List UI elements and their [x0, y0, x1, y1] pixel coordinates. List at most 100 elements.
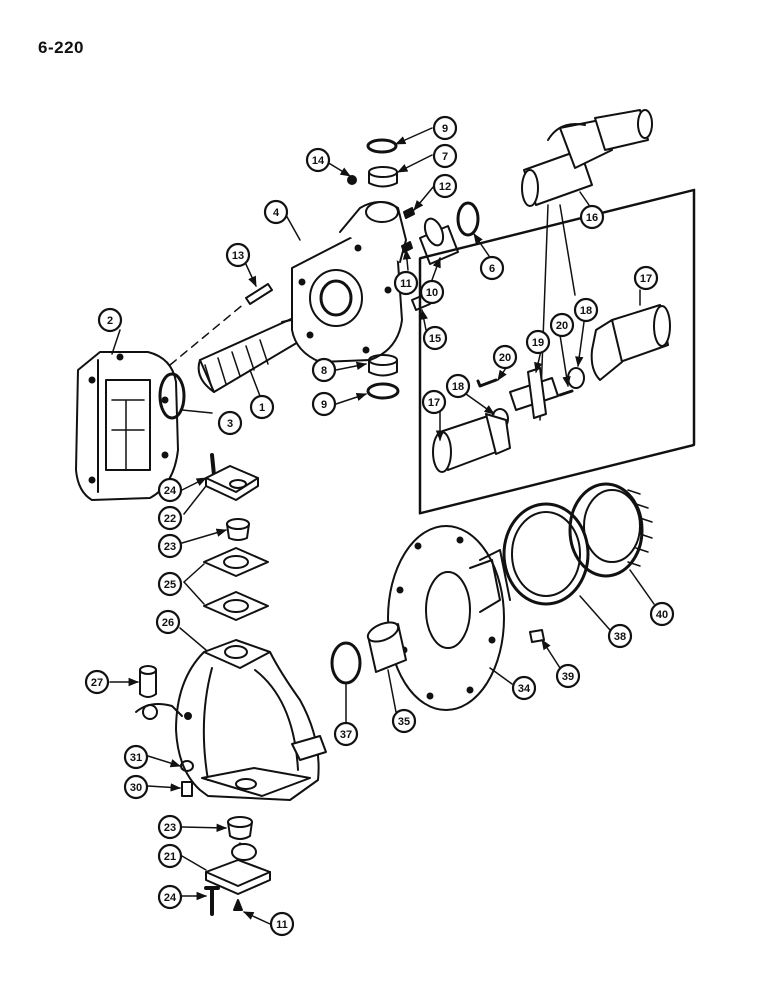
callout-circle: [311, 357, 337, 383]
callout-circle: [84, 669, 110, 695]
callout-18: 18: [445, 373, 471, 399]
callout-circle: [157, 533, 183, 559]
callout-circle: [573, 297, 599, 323]
callout-circle: [391, 708, 417, 734]
pin: [139, 665, 157, 698]
callout-16: 16: [579, 204, 605, 230]
callout-label: 17: [428, 397, 440, 409]
leader-lines: [109, 127, 655, 925]
callout-circle: [419, 279, 445, 305]
yoke-right: [590, 304, 671, 381]
callout-circle: [157, 843, 183, 869]
callout-label: 13: [232, 250, 244, 262]
callout-label: 8: [321, 365, 327, 377]
callout-circle: [393, 270, 419, 296]
callout-35: 35: [391, 708, 417, 734]
upper-seal-ring: [366, 138, 398, 154]
callout-30: 30: [123, 774, 149, 800]
callout-17: 17: [421, 389, 447, 415]
callout-39: 39: [555, 663, 581, 689]
callout-label: 34: [518, 683, 531, 695]
callout-label: 6: [489, 263, 495, 275]
steering-knuckle: [135, 639, 327, 801]
callout-3: 3: [217, 410, 243, 436]
callout-24: 24: [157, 477, 183, 503]
callout-38: 38: [607, 623, 633, 649]
callout-21: 21: [157, 843, 183, 869]
callout-2: 2: [97, 307, 123, 333]
callout-label: 20: [499, 352, 511, 364]
dowel-pin: [245, 283, 273, 305]
callout-14: 14: [305, 147, 331, 173]
callout-label: 35: [398, 716, 410, 728]
stop-bolt: [181, 781, 193, 797]
callout-label: 1: [259, 402, 265, 414]
bolt-20b: [558, 389, 574, 397]
callout-label: 19: [532, 337, 544, 349]
lower-bushing: [368, 354, 398, 377]
callout-circle: [225, 242, 251, 268]
hub-bushing: [366, 621, 407, 673]
callout-circle: [97, 307, 123, 333]
callout-circle: [333, 721, 359, 747]
callout-label: 4: [273, 207, 280, 219]
callout-label: 23: [164, 822, 176, 834]
callout-10: 10: [419, 279, 445, 305]
cap-bolt: [204, 886, 220, 916]
callout-circle: [649, 601, 675, 627]
grease-fitting: [347, 175, 357, 185]
callout-circle: [579, 204, 605, 230]
callout-1: 1: [249, 394, 275, 420]
seal: [456, 201, 480, 237]
callout-26: 26: [155, 609, 181, 635]
callout-circle: [525, 329, 551, 355]
callout-circle: [479, 255, 505, 281]
callout-label: 24: [164, 892, 177, 904]
fitting-12: [403, 207, 415, 219]
callout-circle: [445, 373, 471, 399]
callout-circle: [607, 623, 633, 649]
callout-circle: [157, 477, 183, 503]
callout-label: 25: [164, 579, 176, 591]
upper-bushing: [368, 166, 398, 188]
callout-label: 39: [562, 671, 574, 683]
callout-circle: [123, 744, 149, 770]
callout-label: 7: [442, 151, 448, 163]
callout-label: 26: [162, 617, 174, 629]
grease-fitting-lower: [233, 899, 243, 911]
callout-31: 31: [123, 744, 149, 770]
callout-circle: [157, 814, 183, 840]
callout-12: 12: [432, 173, 458, 199]
callout-circle: [157, 505, 183, 531]
lower-seal-ring: [366, 382, 400, 400]
callout-label: 31: [130, 752, 142, 764]
callout-circle: [305, 147, 331, 173]
callout-22: 22: [157, 505, 183, 531]
o-ring: [158, 372, 186, 420]
callout-18: 18: [573, 297, 599, 323]
callout-label: 40: [656, 609, 668, 621]
tapered-bearing: [568, 482, 653, 578]
callout-label: 15: [429, 333, 441, 345]
snap-ring-right: [567, 367, 585, 389]
upper-king-pin-cap: [205, 453, 259, 501]
callout-11: 11: [393, 270, 419, 296]
callout-19: 19: [525, 329, 551, 355]
callout-label: 11: [276, 919, 288, 931]
callout-label: 3: [227, 418, 233, 430]
callout-40: 40: [649, 601, 675, 627]
callout-circle: [511, 675, 537, 701]
upper-bearing-cone: [226, 518, 250, 541]
callout-label: 17: [640, 273, 652, 285]
bushing: [419, 217, 459, 265]
callout-label: 11: [400, 278, 412, 290]
callout-label: 38: [614, 631, 626, 643]
universal-joint-cross: [509, 367, 559, 419]
callout-circle: [422, 325, 448, 351]
hub-seal: [330, 641, 362, 685]
callout-label: 20: [556, 320, 568, 332]
callout-label: 10: [426, 287, 438, 299]
callout-circle: [157, 884, 183, 910]
axle-housing: [75, 351, 179, 501]
callout-label: 24: [164, 485, 177, 497]
